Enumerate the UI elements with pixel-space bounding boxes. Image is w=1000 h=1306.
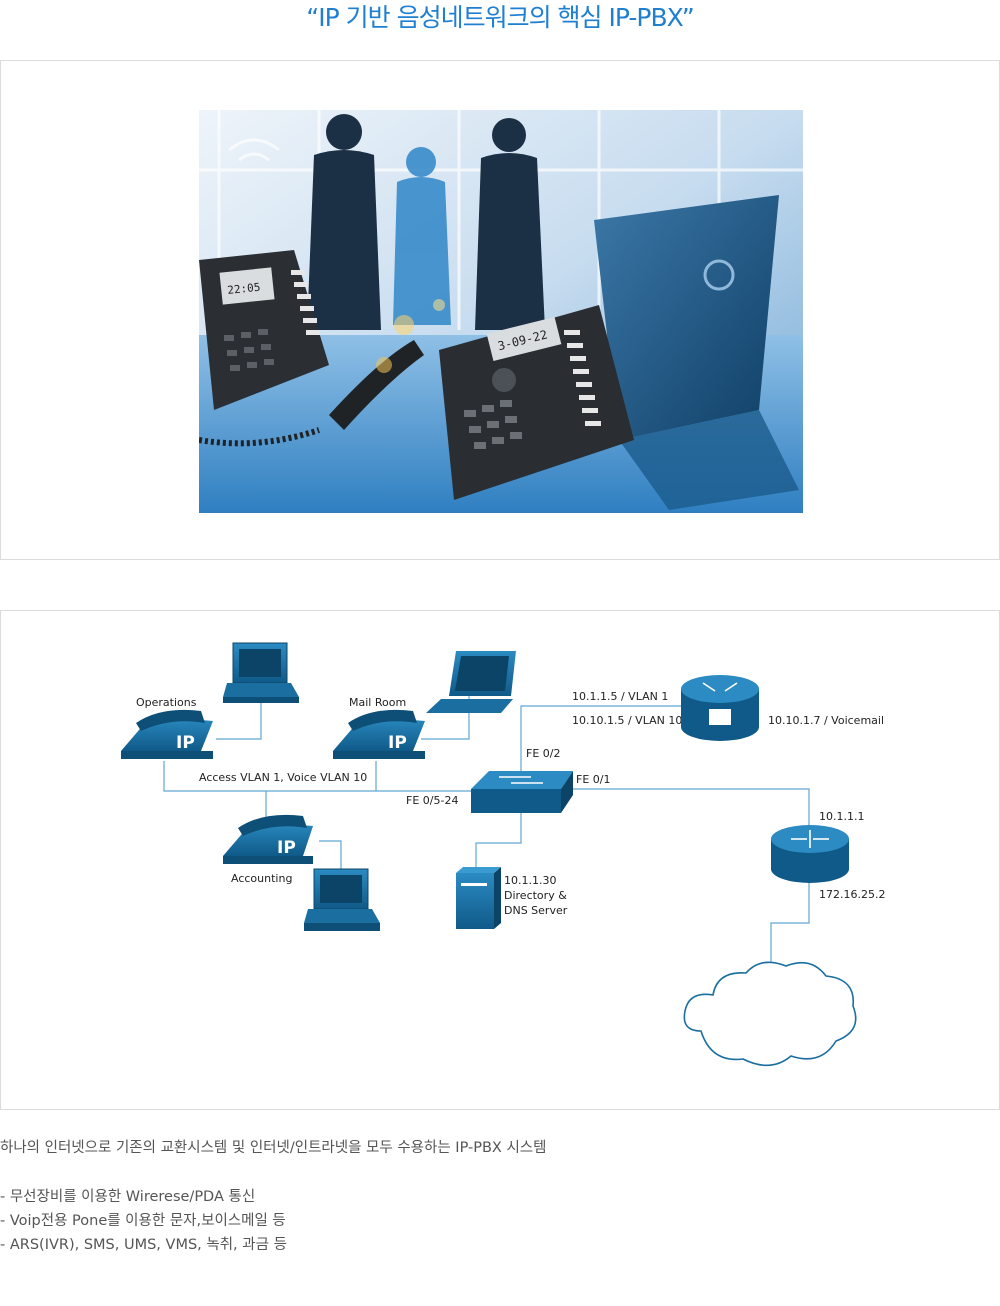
accounting-ip-phone-icon: IP (223, 814, 313, 864)
dns-line2-label: DNS Server (504, 904, 568, 917)
photo-illustration: 22:05 3-09-22 (199, 110, 803, 513)
network-switch-icon (471, 771, 573, 813)
fe-0-1-label: FE 0/1 (576, 773, 610, 786)
accounting-computer-icon (304, 868, 380, 931)
router-icon (771, 825, 849, 883)
dns-line1-label: Directory & (504, 889, 567, 902)
voicemail-label: 10.10.1.7 / Voicemail (768, 714, 884, 727)
dns-ip-label: 10.1.1.30 (504, 874, 556, 887)
vlan10-label: 10.10.1.5 / VLAN 10 (572, 714, 682, 727)
operations-label: Operations (136, 696, 197, 709)
office-ip-phone-photo: 22:05 3-09-22 (199, 110, 803, 513)
feature-item: - Voip전용 Pone를 이용한 문자,보이스메일 등 (0, 1213, 286, 1229)
system-description: 하나의 인터넷으로 기존의 교환시스템 및 인터넷/인트라넷을 모두 수용하는 … (0, 1140, 547, 1156)
feature-item: - ARS(IVR), SMS, UMS, VMS, 녹취, 과금 등 (0, 1237, 287, 1253)
ip-badge: IP (388, 733, 407, 753)
feature-item: - 무선장비를 이용한 Wirerese/PDA 통신 (0, 1189, 256, 1205)
ip-badge: IP (277, 838, 296, 858)
operations-computer-icon (223, 642, 299, 703)
accounting-label: Accounting (231, 872, 292, 885)
internet-cloud-icon (683, 961, 857, 1067)
access-vlan-label: Access VLAN 1, Voice VLAN 10 (199, 771, 367, 784)
vlan1-label: 10.1.1.5 / VLAN 1 (572, 690, 668, 703)
fe-0-2-label: FE 0/2 (526, 747, 560, 760)
network-diagram-panel: IP Operations IP Mail Room Access VLAN 1… (0, 610, 1000, 1110)
dns-server-icon (456, 867, 501, 929)
mail-room-ip-phone-icon: IP (333, 709, 425, 759)
voicemail-server-icon (681, 675, 759, 741)
ip-badge: IP (176, 733, 195, 753)
mail-room-label: Mail Room (349, 696, 406, 709)
ip-pbx-network-diagram: IP Operations IP Mail Room Access VLAN 1… (121, 642, 885, 1067)
photo-panel: 22:05 3-09-22 (0, 60, 1000, 560)
router-bottom-ip-label: 172.16.25.2 (819, 888, 885, 901)
mail-room-laptop-icon (426, 651, 516, 713)
fe-0-5-24-label: FE 0/5-24 (406, 794, 458, 807)
left-phone-display: 22:05 (227, 281, 261, 297)
operations-ip-phone-icon: IP (121, 709, 213, 759)
router-top-ip-label: 10.1.1.1 (819, 810, 864, 823)
page-title: “IP 기반 음성네트워크의 핵심 IP-PBX” (306, 3, 694, 32)
